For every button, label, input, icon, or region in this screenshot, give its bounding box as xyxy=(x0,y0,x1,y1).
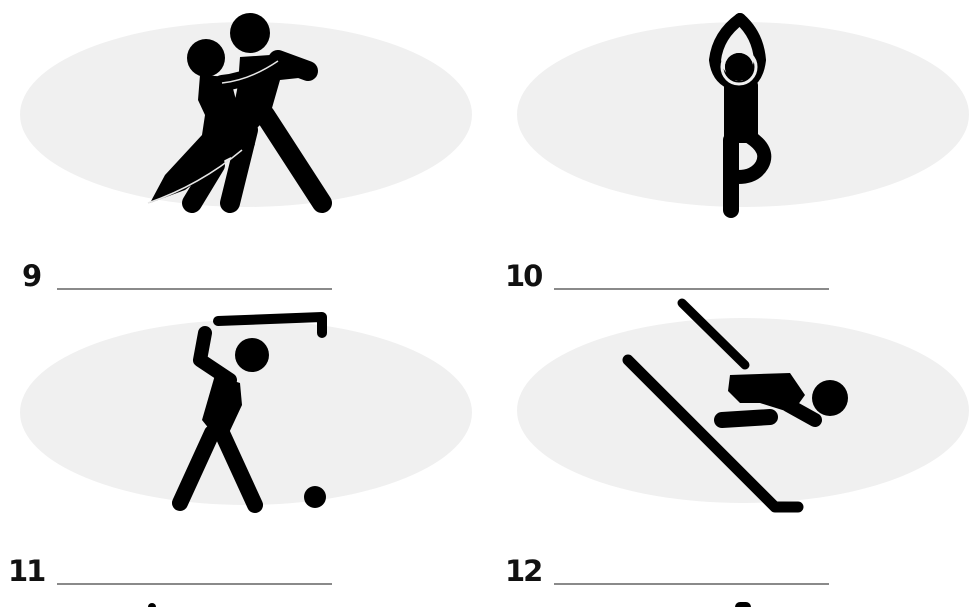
cropped-next-pictogram xyxy=(735,602,751,607)
exercise-number: 11 xyxy=(8,554,46,588)
downhill-skiing-icon xyxy=(622,298,848,513)
answer-line[interactable] xyxy=(554,288,829,290)
answer-line[interactable] xyxy=(554,583,829,585)
exercise-number: 12 xyxy=(505,554,543,588)
answer-line[interactable] xyxy=(57,288,332,290)
yoga-tree-pose-icon xyxy=(709,13,772,218)
answer-line[interactable] xyxy=(57,583,332,585)
exercise-number: 10 xyxy=(505,259,543,293)
dancing-couple-icon xyxy=(147,13,332,213)
exercise-number: 9 xyxy=(22,259,42,293)
cropped-next-pictogram xyxy=(148,603,156,607)
golf-swing-icon xyxy=(172,312,327,513)
